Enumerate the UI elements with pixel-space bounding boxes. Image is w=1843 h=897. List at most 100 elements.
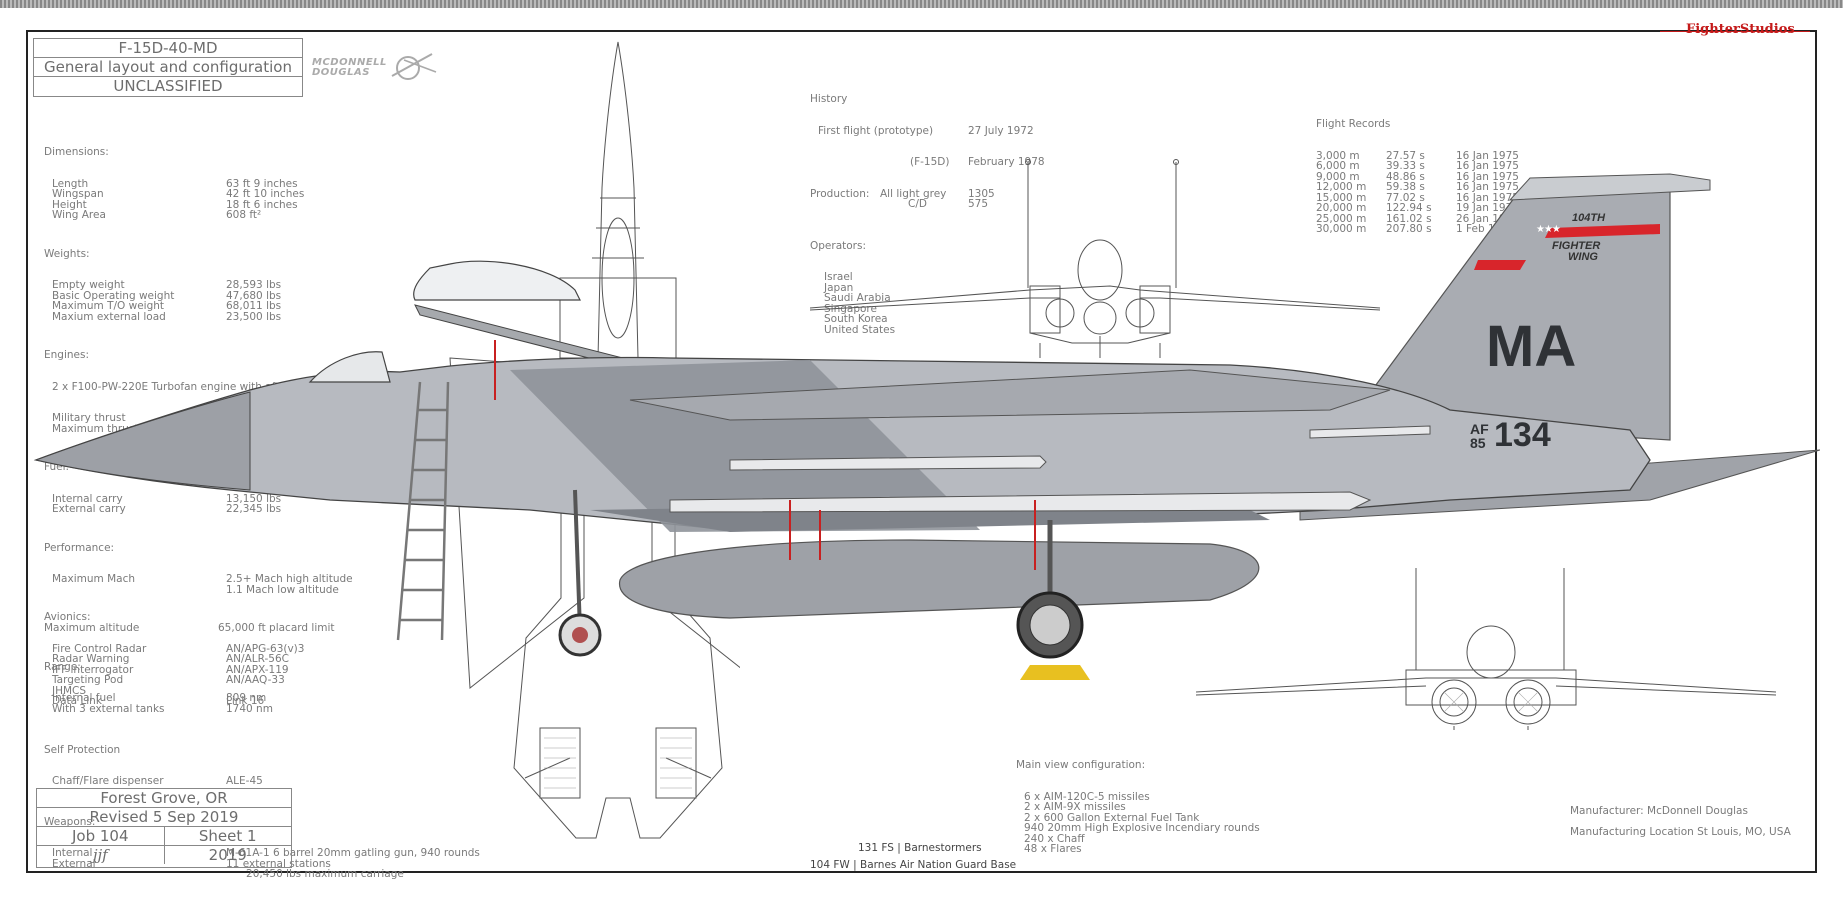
avionics-value: AN/APG-63(v)3 [226,642,305,655]
production-value: 575 [968,198,989,210]
range-value: 809 nm [226,692,267,704]
fuel-value: 22,345 lbs [226,503,282,515]
flight-record-cell: 30,000 m [1316,223,1367,235]
f15d-label: (F-15D) [910,156,950,168]
production-label: All light grey [880,187,947,200]
production-label: C/D [908,198,927,210]
performance-heading: Performance: [44,541,115,554]
dimension-label: Length [52,177,89,190]
flight-record-cell: 27.57 s [1386,149,1425,162]
main-view-item: 240 x Chaff [1024,832,1085,845]
avionics-label: IFF interrogator [52,663,134,676]
tail-af: AF [1470,421,1489,437]
performance-value: 1.1 Mach low altitude [226,583,339,596]
dimension-label: Wing Area [52,209,106,221]
flight-record-cell: 9,000 m [1316,170,1360,183]
weapon-row: Internal M-61A-1 6 barrel 20mm gatling gu… [44,848,480,859]
weapon-value: M-61A-1 6 barrel 20mm gatling gun, 940 r… [226,847,480,859]
weapon-value: 11 external stations [226,857,331,870]
operator-item: Japan [824,281,854,294]
dimension-label: Wingspan [52,188,104,200]
dimension-value: 18 ft 6 inches [226,198,298,211]
flight-record-cell: 16 Jan 1975 [1456,191,1519,204]
weapon-row: 20,450 lbs maximum carriage [44,869,480,880]
flight-record-cell: 161.02 s [1386,212,1432,225]
production-row: All light grey 1305 [880,187,995,200]
engine-label: Maximum thrust [52,422,139,435]
avionics-value: AN/APX-119 [226,663,289,676]
avionics-row: IFF interrogator AN/APX-119 [44,663,480,676]
flight-record-cell: 16 Jan 1975 [1456,160,1519,172]
avionics-row: JHMCS [44,684,480,697]
history-panel: History First flight (prototype)27 July … [810,73,1045,346]
production-value: 1305 [968,187,995,200]
weight-label: Basic Operating weight [52,289,175,302]
operator-item: Israel [824,271,853,283]
top-border-strip [0,0,1843,8]
fuel-label: External carry [52,503,126,515]
main-view-item: 48 x Flares [1024,843,1082,855]
fuel-value: 13,150 lbs [226,492,282,505]
tail-serial: 134 [1494,416,1551,454]
range-label: With 3 external tanks [52,702,165,715]
weight-value: 68,011 lbs [226,300,282,312]
first-flight-value: 27 July 1972 [968,124,1034,137]
performance-label: Maximum Mach [52,573,135,585]
avionics-label: Data Link [52,695,102,707]
side-view-aircraft [33,173,1820,680]
flight-record-cell: 39.33 s [1386,160,1425,172]
operators-heading: Operators: [810,239,867,252]
weapon-label: Internal [52,847,93,859]
squadron-info: 131 FS | Barnestormers [858,842,982,854]
watermark-line [1660,31,1810,32]
main-view-heading: Main view configuration: [1016,759,1146,771]
history-heading: History [810,93,848,105]
sheet-number: Sheet 1 [198,827,257,845]
flight-record-cell: 207.80 s [1386,223,1432,235]
dimension-value: 608 ft² [226,209,262,221]
main-view-item: 2 x AIM-9X missiles [1024,801,1126,813]
performance-row: 1.1 Mach low altitude [44,583,353,596]
dimension-label: Height [52,198,87,211]
weight-row: Maximum T/O weight 68,011 lbs [44,301,353,312]
avionics-label: JHMCS [52,684,87,697]
flight-record-cell: 15,000 m [1316,191,1367,204]
avionics-heading: Avionics: [44,611,91,623]
flight-record-cell: 20,000 m [1316,202,1367,214]
tail-stars-icon: ★★★ [1536,224,1561,235]
dimension-value: 63 ft 9 inches [226,177,298,190]
weapons-heading: Weapons: [44,815,96,828]
weight-label: Maximum T/O weight [52,300,165,312]
dimension-row: Length 63 ft 9 inches [44,177,353,190]
tail-year: 85 [1470,435,1486,451]
signature: jjf [37,846,165,864]
front-view-drawing [810,159,1381,358]
tail-code: MA [1486,314,1577,379]
flight-record-cell: 48.86 s [1386,170,1425,183]
self-protection-value: ALE-45 [226,775,263,787]
model-designation: F-15D-40-MD [34,39,302,58]
weight-value: 28,593 lbs [226,279,282,291]
